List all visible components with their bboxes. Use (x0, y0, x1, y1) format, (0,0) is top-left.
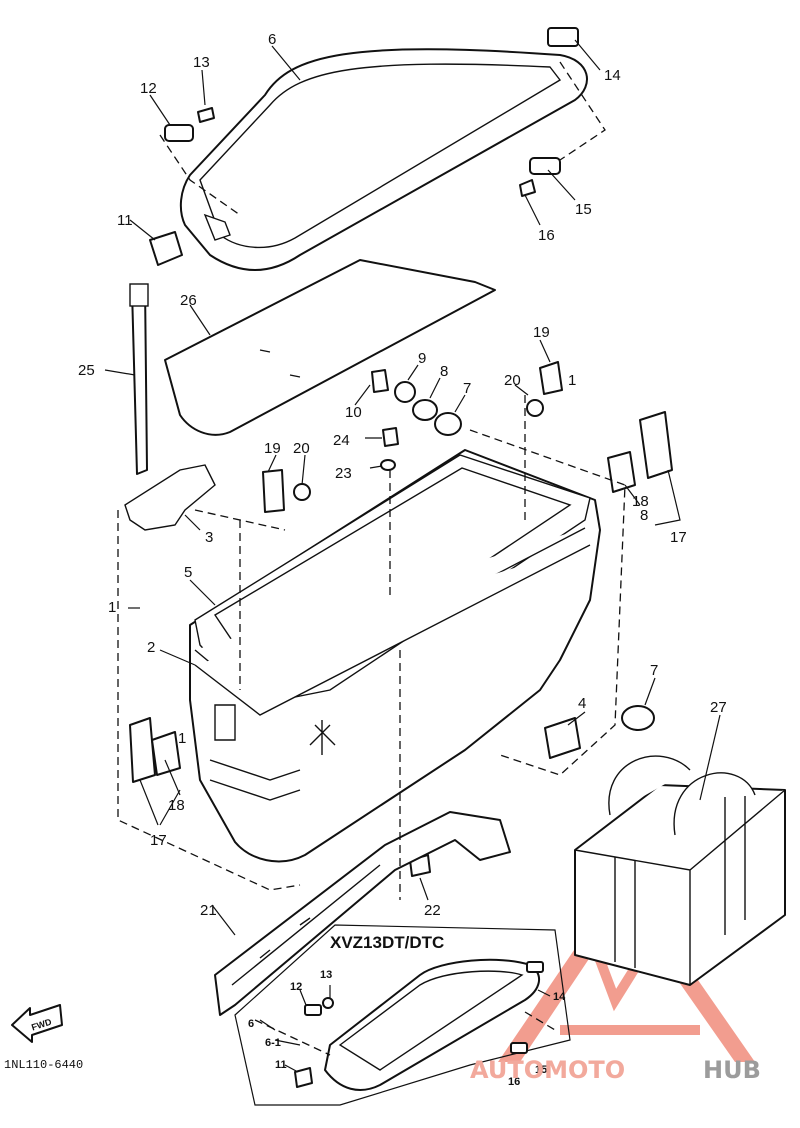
liner-panel (164, 259, 496, 436)
label-20-top: 20 (504, 372, 521, 389)
label-7-top: 7 (463, 380, 471, 397)
label-13: 13 (193, 54, 210, 71)
watermark-part2: HUB (703, 1056, 761, 1084)
label-26: 26 (180, 292, 197, 309)
inset-panel: XVZ13DT/DTC 14 12 13 6 6-1 11 15 16 (234, 924, 571, 1106)
lid-part (179, 48, 588, 271)
label-7-right: 7 (650, 662, 658, 679)
inset-label-14: 14 (553, 991, 566, 1003)
label-17-left: 17 (150, 832, 167, 849)
label-12: 12 (140, 80, 157, 97)
label-21: 21 (200, 902, 217, 919)
label-8-top: 8 (440, 363, 448, 380)
watermark-text: AUTOMOTO HUB (470, 1056, 761, 1084)
inset-label-11: 11 (275, 1059, 287, 1071)
inset-label-16: 16 (508, 1076, 520, 1088)
label-3: 3 (205, 529, 213, 546)
label-18-left: 18 (168, 797, 185, 814)
label-16: 16 (538, 227, 555, 244)
label-10: 10 (345, 404, 362, 421)
gasket-part (124, 464, 216, 531)
label-27: 27 (710, 699, 727, 716)
label-22: 22 (424, 902, 441, 919)
strap-part (129, 283, 149, 475)
inset-title: XVZ13DT/DTC (330, 933, 444, 952)
inset-label-13: 13 (320, 969, 332, 981)
label-14: 14 (604, 67, 621, 84)
watermark-part1: AUTOMOTO (470, 1056, 625, 1084)
fwd-arrow-icon: FWD (11, 1004, 63, 1043)
label-17-right: 17 (670, 529, 687, 546)
inset-label-12: 12 (290, 981, 302, 993)
label-6: 6 (268, 31, 276, 48)
label-25: 25 (78, 362, 95, 379)
assembly-lines (117, 61, 626, 900)
label-11: 11 (117, 212, 133, 229)
label-9: 9 (418, 350, 426, 367)
bracket-part (214, 811, 511, 1016)
inset-label-6: 6 (248, 1018, 254, 1030)
label-24: 24 (333, 432, 350, 449)
leader-lines (104, 39, 721, 936)
label-5: 5 (184, 564, 192, 581)
label-23: 23 (335, 465, 352, 482)
label-15: 15 (575, 201, 592, 218)
label-2: 2 (147, 639, 155, 656)
inset-label-6-1: 6-1 (265, 1037, 281, 1049)
label-8-right: 8 (640, 507, 648, 524)
case-body (189, 449, 601, 863)
label-1-top: 1 (568, 372, 576, 389)
touring-bag (574, 755, 786, 986)
label-19-left: 19 (264, 440, 281, 457)
label-19-top: 19 (533, 324, 550, 341)
label-1-lower: 1 (178, 730, 186, 747)
label-1-left: 1 (108, 599, 116, 616)
part-labels: 6 14 13 12 15 16 11 26 25 19 20 1 9 8 7 … (78, 31, 727, 919)
diagram-code: 1NL110-6440 (4, 1058, 83, 1072)
label-18-right: 18 (632, 493, 649, 510)
label-4: 4 (578, 695, 586, 712)
label-20-left: 20 (293, 440, 310, 457)
inset-label-15: 15 (535, 1064, 547, 1076)
small-parts (129, 27, 673, 877)
